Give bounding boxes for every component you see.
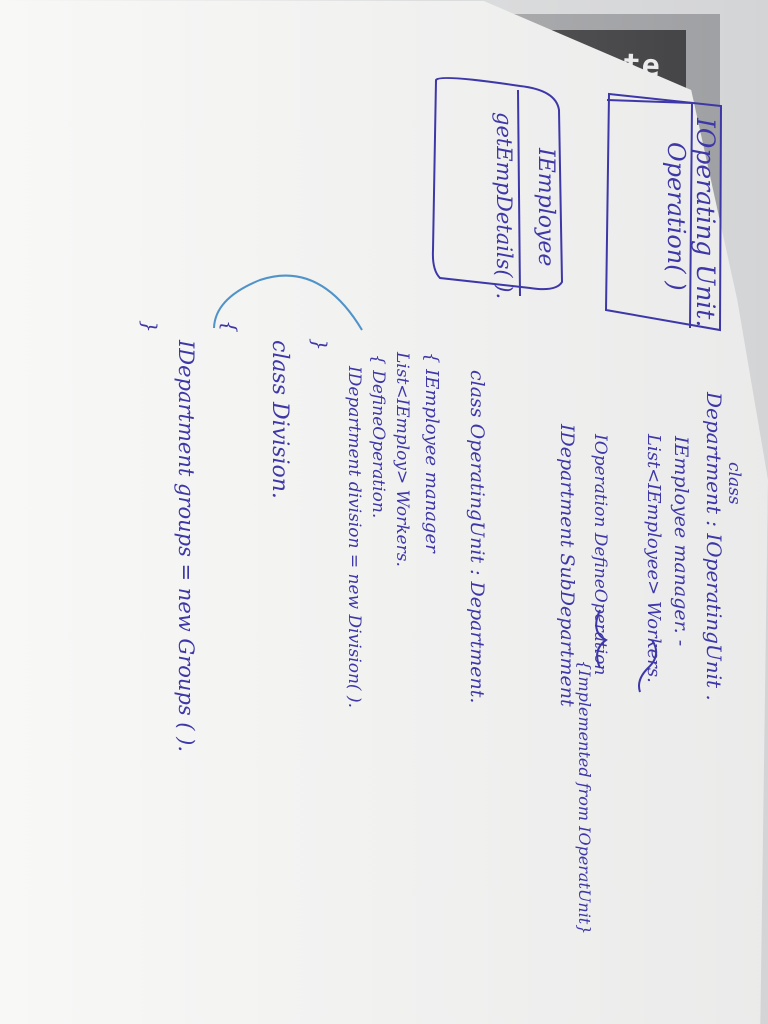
department-brace-note: {Implemented from IOperatUnit}	[575, 660, 594, 935]
operating-unit-box-divider	[606, 99, 694, 329]
employee-title: IEmployee	[533, 148, 558, 267]
division-field-groups: IDepartment groups = new Groups ( ).	[174, 340, 198, 753]
highlight-arc	[213, 274, 363, 331]
employee-box	[431, 77, 564, 297]
operating-unit-class-close-brace: }	[308, 338, 332, 351]
operating-unit-box	[604, 92, 723, 332]
department-field-workers: List<IEmployee> Workers.	[643, 434, 664, 683]
operating-unit-method: Operation( )	[662, 142, 690, 291]
department-field-subdepartment: IDepartment SubDepartment	[556, 424, 578, 707]
department-field-manager: IEmployee manager. -	[670, 436, 692, 647]
operating-unit-class-declaration: class OperatingUnit : Department.	[466, 370, 488, 704]
employee-box-outline	[431, 77, 564, 291]
closing-brace-right	[638, 639, 658, 693]
department-declaration: Department : IOperatingUnit .	[702, 392, 726, 701]
division-open-brace: {	[218, 320, 242, 333]
department-class-keyword: class	[724, 462, 744, 505]
division-class-declaration: class Division.	[267, 340, 292, 499]
operating-unit-class-define-operation: { DefineOperation.	[368, 354, 388, 519]
operating-unit-class-division: IDepartment division = new Division( ).	[344, 366, 364, 708]
operating-unit-class-field-manager: { IEmployee manager	[421, 352, 442, 553]
department-field-operation: IOperation DefineOperation	[590, 434, 610, 676]
employee-method: getEmpDetails( ).	[492, 112, 516, 300]
division-close-brace: }	[138, 320, 162, 333]
employee-box-divider	[517, 89, 521, 297]
closing-brace-mid	[595, 609, 608, 669]
operating-unit-title: IOperating Unit.	[691, 118, 720, 328]
operating-unit-class-field-workers: List<IEmploy> Workers.	[392, 352, 412, 567]
